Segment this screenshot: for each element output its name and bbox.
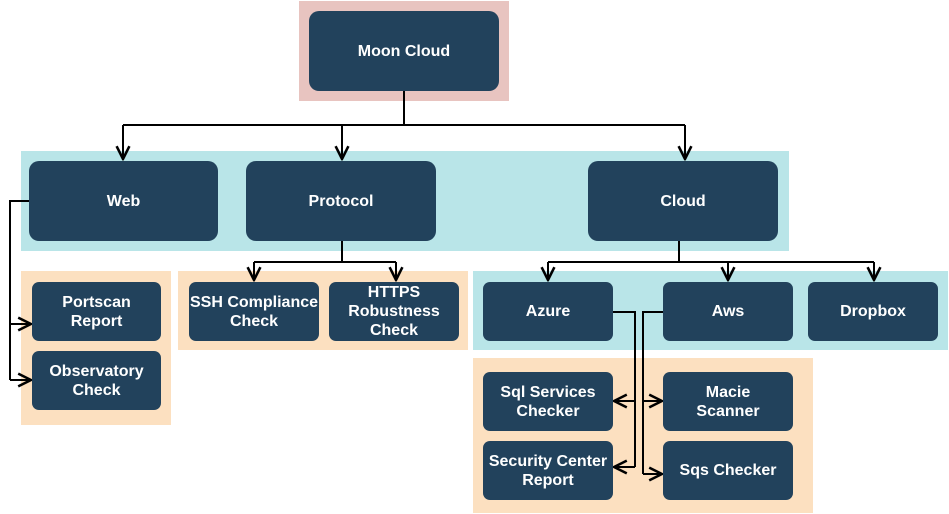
node-sqs-checker: Sqs Checker xyxy=(663,441,793,500)
node-azure: Azure xyxy=(483,282,613,341)
node-security-center-report: Security Center Report xyxy=(483,441,613,500)
node-cloud: Cloud xyxy=(588,161,778,241)
node-observatory-check: Observatory Check xyxy=(32,351,161,410)
node-aws: Aws xyxy=(663,282,793,341)
node-sql-services-checker: Sql Services Checker xyxy=(483,372,613,431)
node-ssh-compliance-check: SSH Compliance Check xyxy=(189,282,319,341)
node-web: Web xyxy=(29,161,218,241)
node-dropbox: Dropbox xyxy=(808,282,938,341)
node-protocol: Protocol xyxy=(246,161,436,241)
node-moon-cloud: Moon Cloud xyxy=(309,11,499,91)
node-https-robustness-check: HTTPS Robustness Check xyxy=(329,282,459,341)
node-macie-scanner: Macie Scanner xyxy=(663,372,793,431)
node-portscan-report: Portscan Report xyxy=(32,282,161,341)
